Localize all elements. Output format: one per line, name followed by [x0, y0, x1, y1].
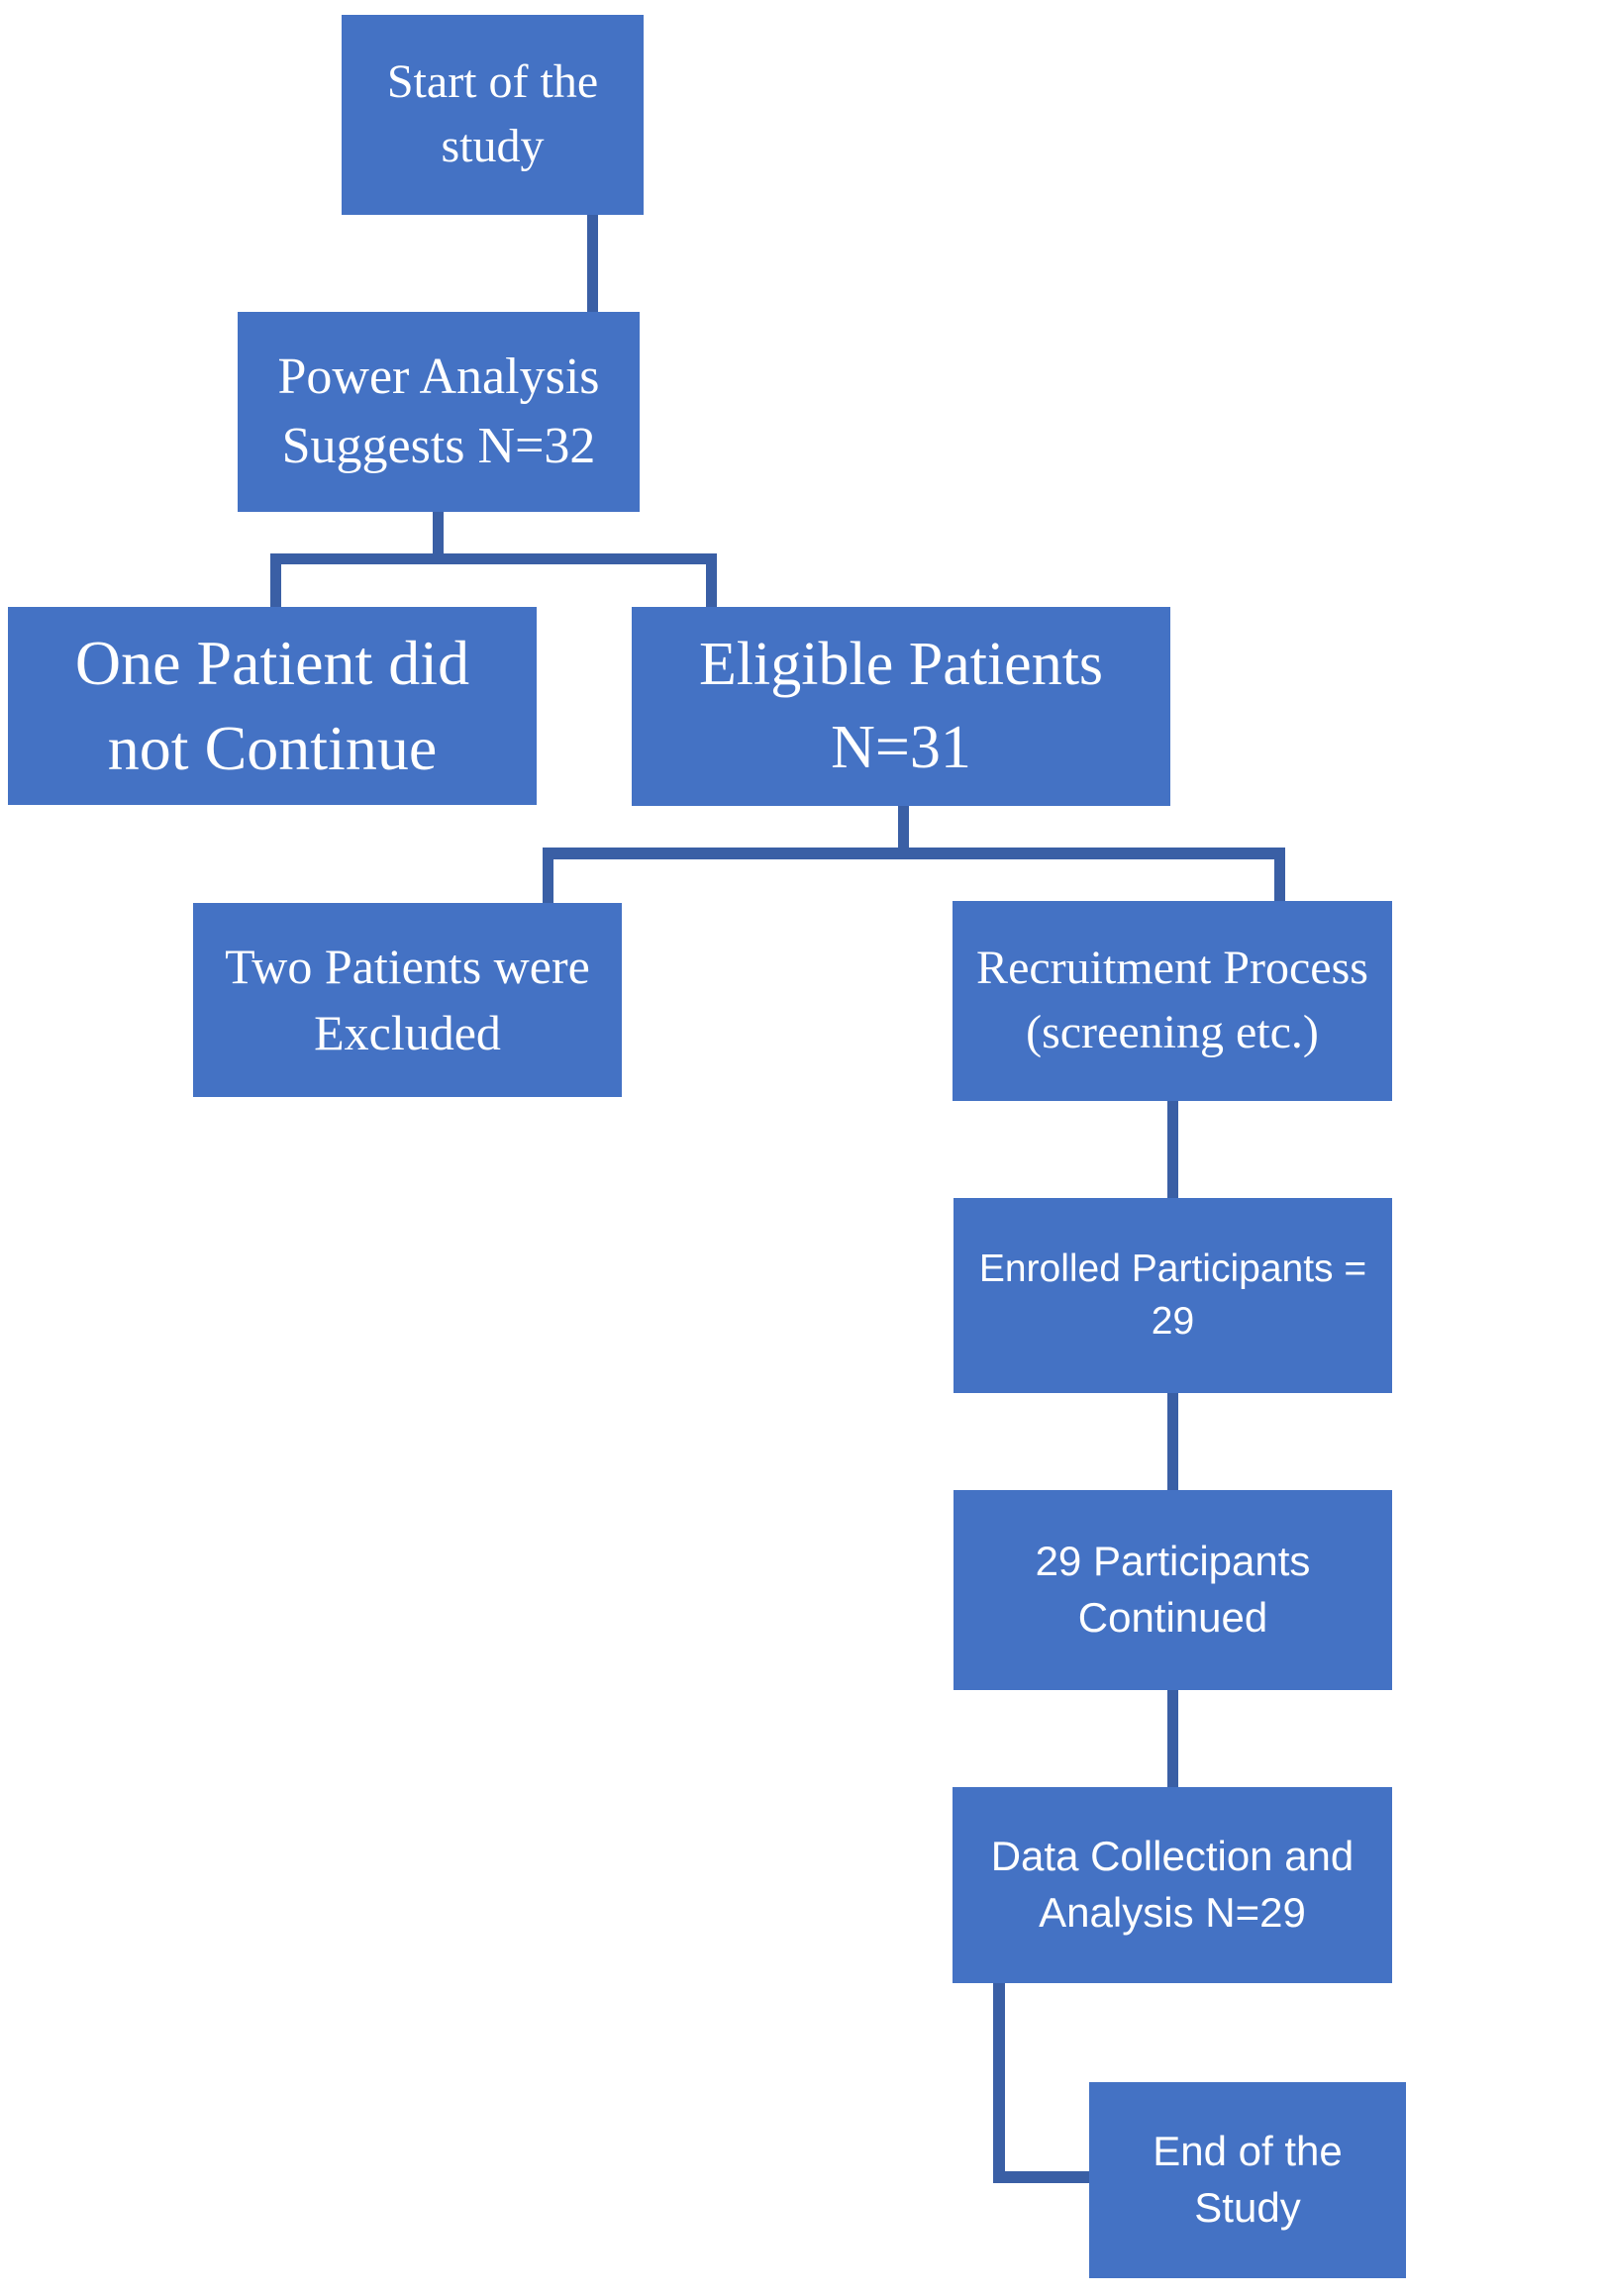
box-label-line: Eligible Patients: [698, 630, 1104, 698]
flow-box-data-collection: Data Collection and Analysis N=29: [953, 1787, 1392, 1983]
box-label-line: 29 Participants: [1035, 1538, 1311, 1585]
box-label-line: not Continue: [107, 713, 438, 783]
flow-box-one-patient: One Patient did not Continue: [8, 607, 537, 805]
connector-data-to-end-vertical: [993, 1983, 1005, 2183]
flow-box-start: Start of the study: [342, 15, 644, 215]
connector-drop-to-one-patient: [270, 553, 281, 607]
box-label-line: N=31: [831, 713, 971, 781]
box-label-line: Recruitment Process: [976, 942, 1368, 995]
box-label-line: Analysis N=29: [1039, 1889, 1306, 1936]
connector-drop-to-two-excluded: [543, 851, 553, 903]
box-label-line: Power Analysis: [277, 348, 600, 405]
box-label-line: (screening etc.): [1026, 1006, 1319, 1058]
box-label-line: Study: [1194, 2184, 1301, 2231]
connector-enrolled-to-continued: [1167, 1393, 1178, 1490]
flow-box-end: End of the Study: [1089, 2082, 1406, 2278]
box-label-line: study: [441, 120, 545, 172]
box-label-line: End of the: [1153, 2128, 1343, 2175]
box-label-line: Suggests N=32: [281, 418, 596, 474]
box-label-line: Two Patients were: [225, 938, 590, 994]
connector-power-stub: [433, 512, 444, 559]
box-label-line: Continued: [1077, 1594, 1268, 1641]
box-label-line: Excluded: [314, 1005, 501, 1060]
box-label-line: Start of the: [386, 55, 599, 109]
box-label-line: 29: [1151, 1299, 1195, 1343]
flow-box-eligible: Eligible Patients N=31: [632, 607, 1170, 806]
flow-box-power-analysis: Power Analysis Suggests N=32: [238, 312, 640, 512]
flow-box-recruitment: Recruitment Process (screening etc.): [953, 901, 1392, 1101]
connector-power-split-bar: [270, 553, 717, 564]
connector-drop-to-recruitment: [1274, 851, 1285, 901]
box-label-line: Enrolled Participants =: [978, 1247, 1367, 1290]
connector-data-to-end-horizontal: [993, 2171, 1090, 2183]
connector-start-to-power: [587, 215, 598, 312]
box-label-line: One Patient did: [74, 627, 470, 698]
connector-drop-to-eligible: [706, 553, 717, 607]
connector-eligible-split-bar: [543, 848, 1285, 859]
flow-box-enrolled: Enrolled Participants = 29: [954, 1198, 1392, 1393]
connector-continued-to-data: [1167, 1690, 1178, 1787]
flow-box-two-excluded: Two Patients were Excluded: [193, 903, 622, 1097]
box-label-line: Data Collection and: [990, 1833, 1355, 1880]
connector-eligible-stub: [898, 806, 909, 849]
flow-box-continued: 29 Participants Continued: [954, 1490, 1392, 1690]
connector-recruitment-to-enrolled: [1167, 1101, 1178, 1198]
